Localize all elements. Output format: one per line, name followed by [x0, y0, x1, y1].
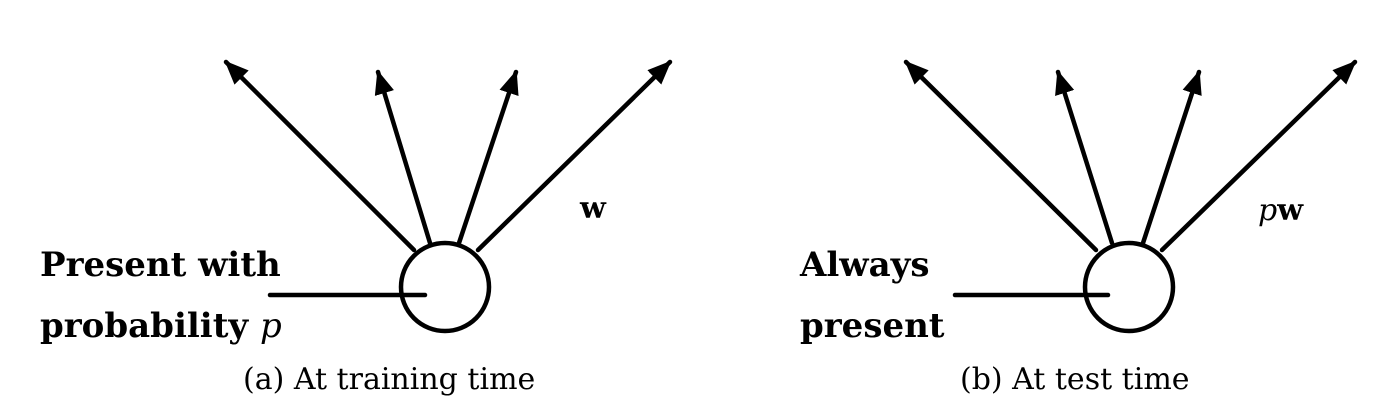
output-edge-3 [456, 69, 519, 246]
output-edge-2 [1055, 69, 1115, 246]
unit-label-line1: Always [799, 245, 930, 285]
unit-label-line2: probability p [40, 306, 282, 346]
unit-label-line1: Present with [40, 245, 281, 285]
unit-label-line2: present [800, 306, 945, 346]
panel-training: Present with probability p w (a) At trai… [40, 59, 673, 397]
output-edge-2 [374, 69, 433, 246]
output-edge-3 [1140, 69, 1202, 246]
neuron-unit [1082, 240, 1176, 334]
caption-test: (b) At test time [960, 362, 1190, 397]
caption-training: (a) At training time [243, 362, 535, 397]
neuron-unit [398, 240, 492, 334]
output-edge-4 [475, 59, 673, 253]
output-edge-1 [223, 59, 417, 253]
weight-label: w [579, 191, 607, 226]
output-edge-1 [903, 59, 1099, 253]
panel-test: Always present pw (b) At test time [799, 59, 1358, 397]
weight-label: pw [1258, 193, 1304, 228]
output-edge-4 [1159, 59, 1358, 253]
